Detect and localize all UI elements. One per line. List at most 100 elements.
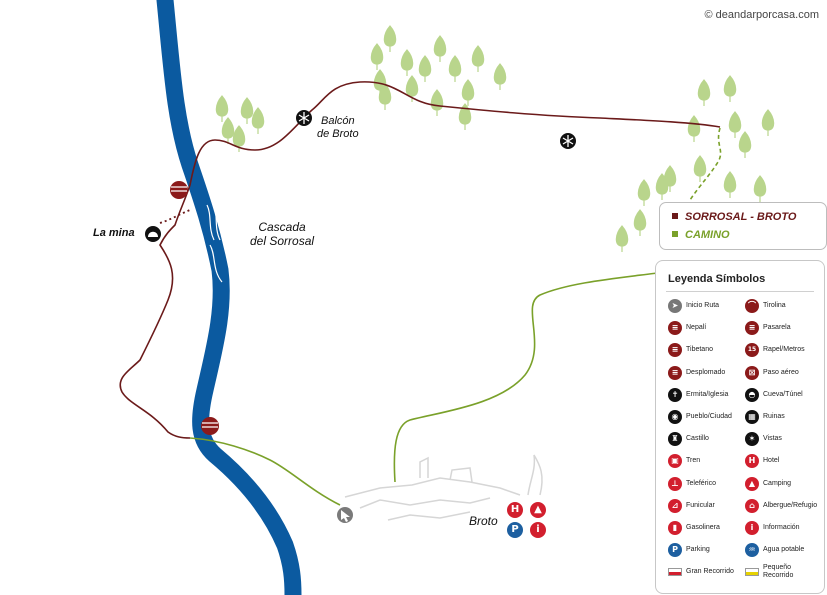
- route-swatch: [672, 231, 678, 237]
- waterfall: [206, 202, 227, 283]
- tibetan-bridge-icon: ≡: [668, 343, 682, 358]
- legend-item-label: Cueva/Túnel: [763, 390, 803, 398]
- legend-item-label: Pasarela: [763, 324, 791, 332]
- tree-icon: [430, 89, 444, 116]
- tree-icon: [723, 171, 737, 198]
- legend-item-label: Tirolina: [763, 302, 786, 309]
- legend-item-label: Inicio Ruta: [686, 302, 720, 309]
- camping-icon: ▲: [745, 476, 759, 491]
- route-legend-item: SORROSAL - BROTO: [672, 211, 796, 223]
- nepali-bridge-icon: ≡: [668, 321, 682, 336]
- legend-item-label: Hotel: [763, 457, 780, 465]
- tree-icon: [663, 165, 677, 192]
- tree-icon: [433, 35, 447, 62]
- tree-icon: [458, 103, 472, 130]
- route-legend: SORROSAL - BROTO CAMINO: [659, 202, 827, 250]
- legend-item-label: Tibetano: [686, 346, 713, 354]
- funicular-icon: ⊿: [668, 498, 682, 513]
- tree-icon: [633, 209, 647, 236]
- legend-item-label: Castillo: [686, 435, 709, 443]
- legend-item-label: Desplomado: [686, 368, 726, 376]
- castle-icon: ♜: [668, 432, 682, 447]
- tree-icon: [251, 107, 265, 134]
- legend-item-label: Tren: [686, 457, 701, 465]
- town-sketch: [344, 454, 543, 521]
- copyright-text: © deandarporcasa.com: [704, 9, 819, 21]
- tree-icon: [448, 55, 462, 82]
- legend-item-label: Gasolinera: [686, 524, 720, 531]
- legend-item-label: Nepalí: [686, 324, 707, 332]
- zipline-icon: ⌒: [745, 299, 759, 313]
- broto-label: Broto: [469, 514, 498, 528]
- balcon-label-line1: Balcón: [321, 115, 355, 127]
- aerial-pass-icon: ⊠: [745, 365, 759, 380]
- tree-icon: [461, 79, 475, 106]
- parking-icon: P: [668, 543, 682, 558]
- tree-icon: [400, 49, 414, 76]
- tree-icon: [221, 117, 235, 144]
- viewpoint-icon: [560, 133, 576, 149]
- tree-icon: [215, 95, 229, 122]
- tree-icon: [418, 55, 432, 82]
- cave-icon: ◓: [745, 387, 759, 402]
- nepali-bridge-icon: [170, 181, 188, 199]
- water-icon: ♒: [745, 543, 759, 558]
- tree-icon: [637, 179, 651, 206]
- legend-item-label: Camping: [763, 479, 792, 487]
- legend-item-label: Agua potable: [763, 546, 805, 554]
- route-legend-label: CAMINO: [685, 229, 730, 241]
- route-legend-label: SORROSAL - BROTO: [685, 211, 797, 223]
- rappel-icon: 15: [745, 343, 759, 358]
- start-arrow-icon: ➤: [668, 299, 682, 313]
- legend-item-label: Ruinas: [763, 413, 785, 420]
- viewpoint-icon: ✶: [745, 432, 759, 447]
- tree-icon: [615, 225, 629, 252]
- info-icon: i: [530, 522, 546, 538]
- parking-icon: P: [507, 522, 523, 538]
- pr-flag-icon: [745, 568, 759, 577]
- overhang-icon: ≡: [668, 365, 682, 380]
- fuel-icon: ▮: [668, 521, 682, 535]
- gr-flag-icon: [668, 568, 682, 577]
- legend-item-label: Parking: [686, 546, 710, 554]
- cascada-label-line1: Cascada: [258, 220, 306, 234]
- viewpoint-icon: [296, 110, 312, 126]
- mina-label: La mina: [93, 227, 135, 239]
- train-icon: ▣: [668, 454, 682, 469]
- cave-icon: [145, 226, 161, 242]
- route-sorrosal-broto: [119, 81, 721, 439]
- cascada-label-line2: del Sorrosal: [250, 234, 315, 248]
- route-mina-spur: [159, 209, 191, 224]
- legend-item-label: Teleférico: [686, 479, 716, 487]
- legend-item-label: Vistas: [763, 435, 782, 443]
- info-icon: i: [745, 521, 759, 535]
- tree-icon: [240, 97, 254, 124]
- legend-item-label: Paso aéreo: [763, 368, 799, 376]
- legend-item-label: Rapel/Metros: [763, 346, 805, 354]
- tree-icon: [687, 115, 701, 142]
- legend-item-label: Gran Recorrido: [686, 568, 734, 576]
- route-swatch: [672, 213, 678, 219]
- tree-icon: [738, 131, 752, 158]
- walkway-icon: ≡: [745, 321, 759, 336]
- legend-item-label: Funicular: [686, 501, 715, 509]
- balcon-label-line2: de Broto: [317, 128, 359, 140]
- legend-item-label: Pueblo/Ciudad: [686, 413, 732, 420]
- tree-icon: [471, 45, 485, 72]
- route-legend-item: CAMINO: [672, 229, 730, 241]
- tree-icon: [728, 111, 742, 138]
- tree-icon: [761, 109, 775, 136]
- legend-item-label: Información: [763, 524, 800, 531]
- hotel-icon: H: [507, 502, 523, 518]
- forest: [215, 25, 775, 252]
- symbol-legend-title: Leyenda Símbolos: [668, 273, 766, 285]
- nepali-bridge-icon: [201, 417, 219, 435]
- balcon-label: Balcón de Broto: [317, 115, 359, 141]
- tree-icon: [383, 25, 397, 52]
- symbol-legend: Leyenda Símbolos ➤ Inicio Ruta ≡ Nepalí ≡ Tib…: [655, 260, 825, 594]
- legend-divider: [666, 291, 814, 292]
- tree-icon: [697, 79, 711, 106]
- tree-icon: [378, 83, 392, 110]
- legend-item-label: Pequeño Recorrido: [763, 564, 794, 580]
